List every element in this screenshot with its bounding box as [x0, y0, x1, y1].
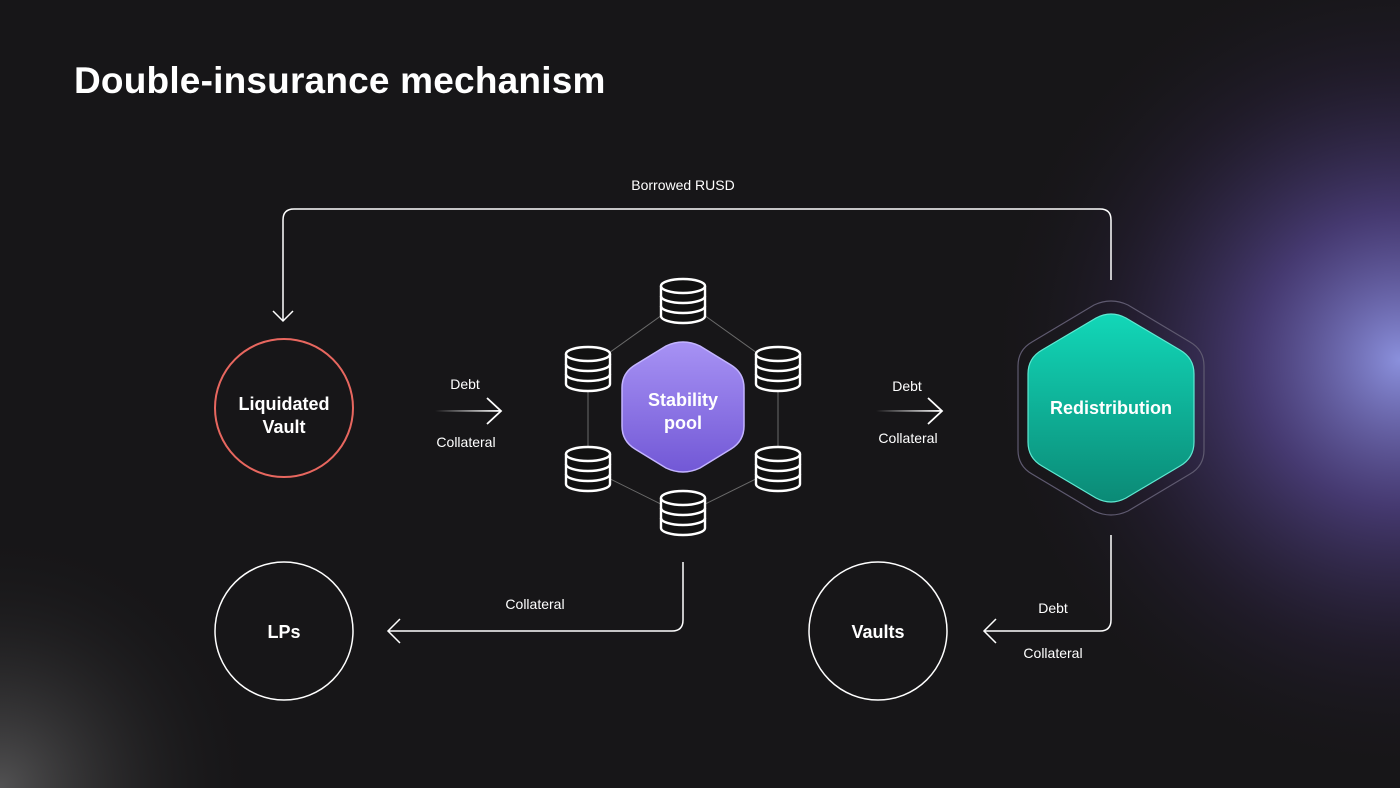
redist-to-vaults-collateral-label: Collateral — [1023, 645, 1082, 661]
redistribution-label: Redistribution — [1050, 398, 1172, 418]
vaults-label: Vaults — [851, 622, 904, 642]
arrow-right-icon — [927, 397, 944, 425]
database-stack-icon — [754, 345, 802, 393]
liquidated-vault-node: Liquidated Vault — [214, 338, 354, 478]
vaults-node: Vaults — [808, 561, 948, 701]
pool-to-redistribution-edge: Debt Collateral — [876, 378, 944, 446]
vault-to-pool-collateral-label: Collateral — [436, 434, 495, 450]
top-loop-label: Borrowed RUSD — [631, 177, 734, 193]
stability-pool-label-line2: pool — [664, 413, 702, 433]
redistribution-to-vaults-edge: Debt Collateral — [982, 535, 1112, 661]
database-stack-icon — [564, 445, 612, 493]
lps-label: LPs — [267, 622, 300, 642]
database-stack-icon — [564, 345, 612, 393]
database-stack-icon — [659, 489, 707, 537]
vault-to-pool-debt-label: Debt — [450, 376, 480, 392]
database-stack-icon — [754, 445, 802, 493]
redist-to-vaults-debt-label: Debt — [1038, 600, 1068, 616]
page-title: Double-insurance mechanism — [74, 60, 606, 101]
stability-pool-node: Stability pool — [621, 341, 745, 473]
stability-pool-network — [564, 277, 802, 537]
liquidated-vault-label-line1: Liquidated — [239, 394, 330, 414]
lps-node: LPs — [214, 561, 354, 701]
redistribution-node: Redistribution — [1017, 300, 1205, 516]
pool-to-lps-edge: Collateral — [386, 562, 684, 644]
liquidated-vault-label-line2: Vault — [262, 417, 305, 437]
database-stack-icon — [659, 277, 707, 325]
pool-to-redist-collateral-label: Collateral — [878, 430, 937, 446]
pool-to-lps-label: Collateral — [505, 596, 564, 612]
pool-to-redist-debt-label: Debt — [892, 378, 922, 394]
stability-pool-label-line1: Stability — [648, 390, 718, 410]
vault-to-pool-edge: Debt Collateral — [435, 376, 503, 450]
top-loop-edge: Borrowed RUSD — [272, 177, 1112, 323]
arrow-right-icon — [486, 397, 503, 425]
